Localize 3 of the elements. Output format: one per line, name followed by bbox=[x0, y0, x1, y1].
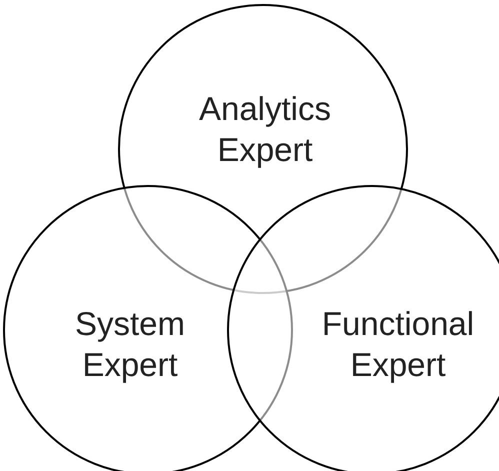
circle-label: Analytics Expert bbox=[198, 89, 332, 170]
circle-label: System Expert bbox=[74, 304, 186, 385]
circle-label: Functional Expert bbox=[320, 304, 476, 385]
